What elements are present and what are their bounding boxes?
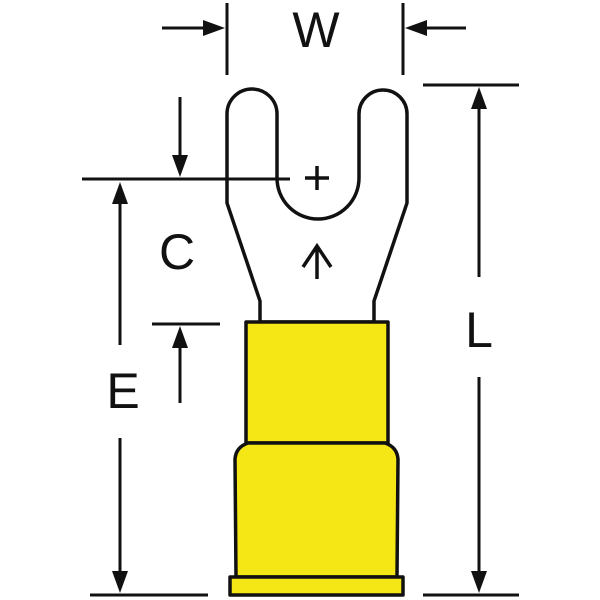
- plus-mark-icon: [305, 166, 329, 190]
- orientation-up-arrow-icon: [301, 242, 333, 279]
- c-arrow-bottom-head-icon: [172, 326, 188, 348]
- l-arrow-bottom-head-icon: [471, 571, 487, 593]
- insulation-barrel-upper: [244, 320, 390, 445]
- slot-center-reference: [82, 166, 333, 279]
- insulation-barrel-lower: [233, 441, 400, 579]
- fork-terminal: [225, 87, 409, 324]
- e-dimension-label: E: [106, 363, 139, 419]
- insulation-barrel-flange: [228, 575, 405, 597]
- dimension-l: L: [423, 83, 519, 597]
- l-arrow-top-head-icon: [471, 87, 487, 109]
- e-arrow-top-head-icon: [112, 182, 128, 204]
- dimension-e: E: [90, 182, 208, 597]
- e-arrow-bottom-head-icon: [112, 571, 128, 593]
- c-dimension-label: C: [159, 224, 195, 280]
- fork-terminal-outline: [225, 87, 409, 324]
- dimension-w: W: [162, 2, 466, 75]
- l-dimension-label: L: [465, 302, 493, 358]
- dimension-c: C: [152, 97, 220, 403]
- c-arrow-top-head-icon: [172, 155, 188, 177]
- w-arrow-right-head-icon: [405, 20, 427, 36]
- w-arrow-left-head-icon: [203, 20, 225, 36]
- w-dimension-label: W: [292, 2, 340, 58]
- insulation-barrel: [228, 320, 405, 597]
